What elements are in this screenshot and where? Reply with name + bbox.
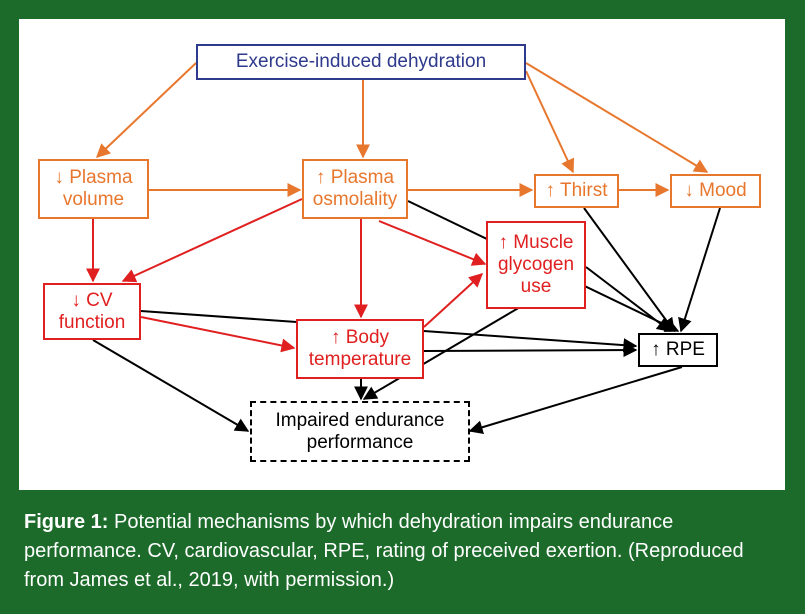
node-plasma-osmolality: ↑ Plasma osmolality (302, 159, 408, 219)
node-cv-function: ↓ CV function (43, 283, 141, 340)
node-body-temperature: ↑ Body temperature (296, 319, 424, 379)
arrow-body-temp-to-rpe (423, 343, 638, 358)
caption-label: Figure 1: (24, 511, 109, 533)
node-muscle-glycogen-use: ↑ Muscle glycogen use (486, 221, 586, 309)
arrow-body-temp-to-glycogen (423, 273, 484, 328)
node-mood: ↓ Mood (670, 174, 761, 208)
arrow-cv-to-performance (92, 339, 250, 432)
node-exercise-induced-dehydration: Exercise-induced dehydration (196, 44, 526, 80)
node-thirst: ↑ Thirst (534, 174, 619, 208)
node-impaired-endurance-performance: Impaired endurance performance (250, 401, 470, 462)
node-plasma-volume: ↓ Plasma volume (38, 159, 149, 219)
arrow-osmolality-to-glycogen (378, 220, 487, 266)
arrow-thirst-to-rpe (583, 207, 675, 333)
arrow-glycogen-to-performance (362, 299, 533, 400)
arrow-cv-to-body-temp (140, 316, 296, 353)
arrow-dehydration-to-mood (525, 62, 709, 173)
figure-caption: Figure 1: Potential mechanisms by which … (24, 508, 784, 595)
arrow-mood-to-rpe (678, 207, 721, 333)
diagram-panel: Exercise-induced dehydration ↓ Plasma vo… (19, 19, 785, 490)
arrow-osmolality-to-cv (121, 198, 303, 283)
node-rpe: ↑ RPE (638, 333, 718, 367)
arrow-dehydration-to-plasma-volume (95, 62, 197, 158)
caption-text: Potential mechanisms by which dehydratio… (24, 511, 744, 591)
arrow-dehydration-to-thirst (525, 70, 575, 174)
arrow-rpe-to-performance (468, 366, 683, 435)
